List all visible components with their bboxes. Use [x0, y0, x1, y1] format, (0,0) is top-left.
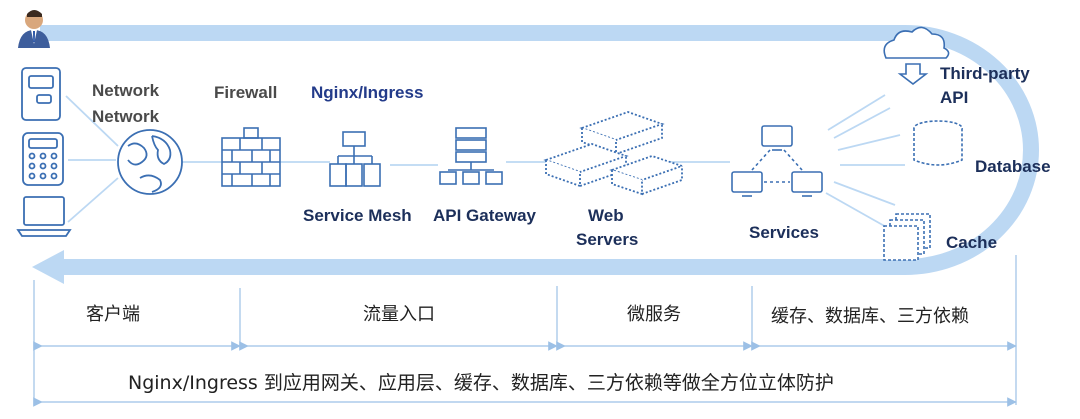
pos-terminal-icon	[21, 67, 61, 121]
cloud-icon	[883, 26, 950, 86]
laptop-icon	[16, 196, 72, 237]
label-api: API	[940, 88, 969, 107]
segment-traffic-entry: 流量入口	[363, 304, 435, 325]
measure-lines	[33, 255, 1017, 407]
segment-client: 客户端	[86, 304, 140, 325]
summary-text: Nginx/Ingress 到应用网关、应用层、缓存、数据库、三方依赖等做全方位…	[128, 372, 834, 394]
api-gateway-icon	[439, 127, 503, 185]
label-web: Web	[588, 206, 624, 225]
services-icon	[731, 125, 823, 197]
web-servers-icon	[543, 111, 685, 196]
flow-arrow	[32, 25, 1039, 284]
user-icon	[18, 10, 50, 48]
database-icon	[913, 120, 963, 166]
label-nginx-ingress: Nginx/Ingress	[311, 83, 424, 102]
connector-lines	[65, 94, 905, 229]
label-network-2: Network	[92, 107, 160, 126]
label-cache: Cache	[946, 233, 998, 252]
segment-microservices: 微服务	[627, 304, 681, 325]
label-api-gateway: API Gateway	[433, 206, 536, 225]
segment-backend: 缓存、数据库、三方依赖	[771, 306, 969, 327]
firewall-icon	[221, 127, 281, 187]
label-services: Services	[749, 223, 819, 242]
label-third-party: Third-party	[940, 64, 1030, 83]
service-mesh-icon	[329, 131, 381, 187]
cache-icon	[883, 213, 931, 261]
label-service-mesh: Service Mesh	[303, 206, 412, 225]
globe-icon	[117, 129, 183, 195]
calculator-icon	[22, 132, 64, 186]
label-network: Network	[92, 81, 160, 100]
label-firewall: Firewall	[214, 83, 278, 102]
label-database: Database	[975, 157, 1051, 176]
label-servers: Servers	[576, 230, 639, 249]
